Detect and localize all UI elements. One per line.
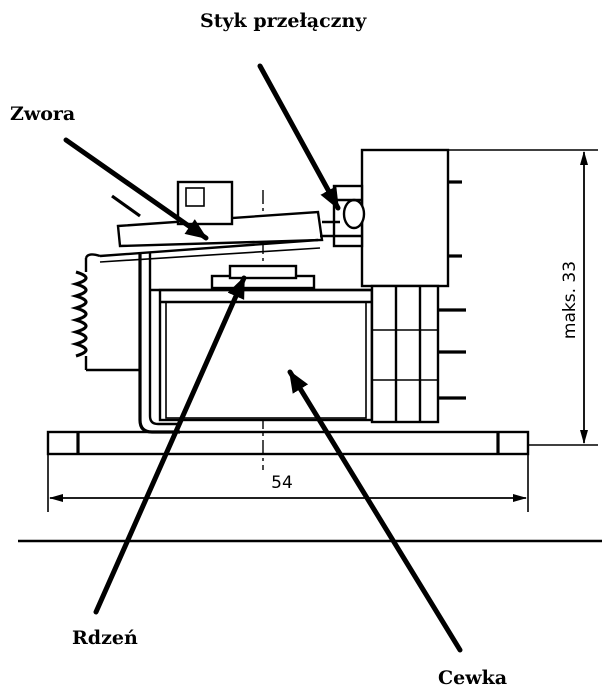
contact-block: [320, 148, 462, 288]
rdzen-arrow: [93, 275, 247, 615]
coil-body: [158, 288, 374, 422]
zwora-arrow: [63, 137, 209, 241]
height-dimension: maks. 33: [448, 149, 598, 446]
base-plate: [46, 430, 530, 456]
return-spring: [70, 253, 140, 372]
zwora-label: Zwora: [10, 103, 75, 125]
terminal-block: [370, 284, 466, 424]
rdzen-label: Rdzeń: [72, 627, 138, 649]
cewka-arrow: [287, 369, 463, 653]
styk-arrow: [257, 63, 341, 211]
cewka-label: Cewka: [438, 667, 507, 689]
width-label: 54: [271, 473, 293, 493]
armature: [99, 180, 324, 263]
yoke-frame: [138, 252, 372, 434]
height-label: maks. 33: [560, 261, 580, 339]
core: [210, 264, 316, 290]
width-dimension: 54: [47, 454, 529, 512]
styk-label: Styk przełączny: [200, 10, 367, 32]
